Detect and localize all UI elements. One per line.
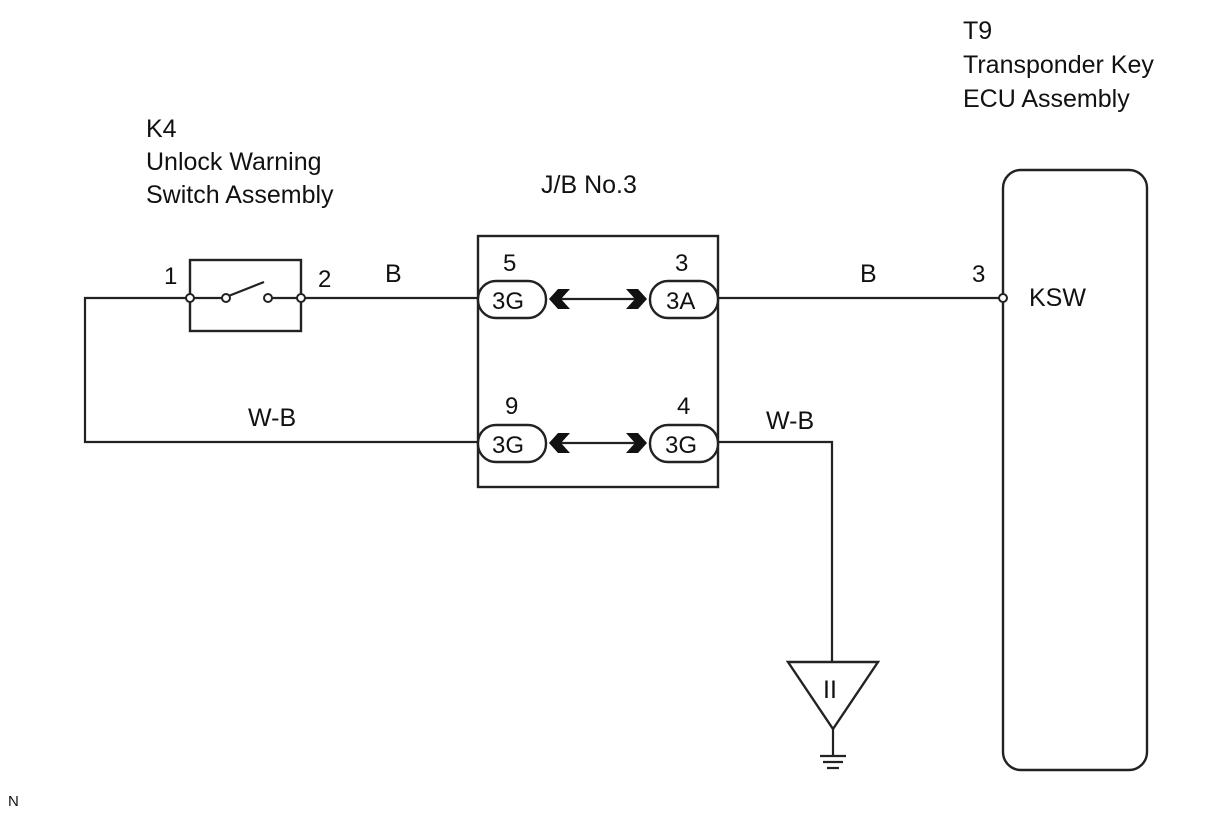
ecu-terminal-3 bbox=[998, 293, 1008, 303]
switch-body bbox=[188, 258, 303, 333]
arrow-right-bottom bbox=[626, 433, 647, 453]
switch-name-line2: Switch Assembly bbox=[146, 181, 334, 209]
switch-contact-left bbox=[221, 293, 231, 303]
ecu-name-line1: Transponder Key bbox=[963, 51, 1154, 79]
connector-top-right-code: 3A bbox=[666, 288, 695, 315]
connector-top-left-code: 3G bbox=[492, 288, 524, 315]
wire-jb-to-ground bbox=[718, 440, 834, 662]
connector-top-right bbox=[648, 279, 720, 320]
switch-code: K4 bbox=[146, 115, 177, 143]
ground-symbol-label: II bbox=[823, 676, 837, 704]
switch-name-line1: Unlock Warning bbox=[146, 148, 322, 176]
ecu-name-line2: ECU Assembly bbox=[963, 85, 1130, 113]
arrow-right-top bbox=[626, 289, 647, 309]
connector-top-left-pin: 5 bbox=[503, 250, 516, 277]
wire-color-return: W-B bbox=[248, 404, 296, 432]
ecu-code: T9 bbox=[963, 17, 992, 45]
connector-bottom-right bbox=[648, 423, 720, 464]
arrow-left-bottom bbox=[549, 433, 570, 453]
switch-contact-right bbox=[263, 293, 273, 303]
arrow-left-top bbox=[549, 289, 570, 309]
connector-bottom-right-pin: 4 bbox=[677, 393, 690, 420]
wire-return-loop bbox=[83, 296, 478, 444]
connector-bottom-left bbox=[476, 423, 548, 464]
ecu-pin: 3 bbox=[972, 261, 985, 288]
ground-triangle bbox=[785, 660, 881, 732]
connector-bottom-left-code: 3G bbox=[492, 432, 524, 459]
switch-terminal-1 bbox=[185, 293, 195, 303]
wire-color-switch-to-jb: B bbox=[385, 260, 402, 288]
footer-mark: N bbox=[8, 793, 19, 810]
ecu-body bbox=[1001, 168, 1149, 772]
connector-bottom-right-code: 3G bbox=[665, 432, 697, 459]
wire-color-jb-to-ecu: B bbox=[860, 260, 877, 288]
wire-color-ground: W-B bbox=[766, 407, 814, 435]
switch-pin-1: 1 bbox=[164, 263, 177, 290]
ecu-terminal-name: KSW bbox=[1029, 284, 1086, 312]
connector-bottom-left-pin: 9 bbox=[505, 393, 518, 420]
connector-top-left bbox=[476, 279, 548, 320]
switch-terminal-2 bbox=[296, 293, 306, 303]
switch-blade bbox=[225, 280, 265, 299]
connector-top-right-pin: 3 bbox=[675, 250, 688, 277]
switch-pin-2: 2 bbox=[318, 266, 331, 293]
jb-name: J/B No.3 bbox=[541, 171, 637, 199]
